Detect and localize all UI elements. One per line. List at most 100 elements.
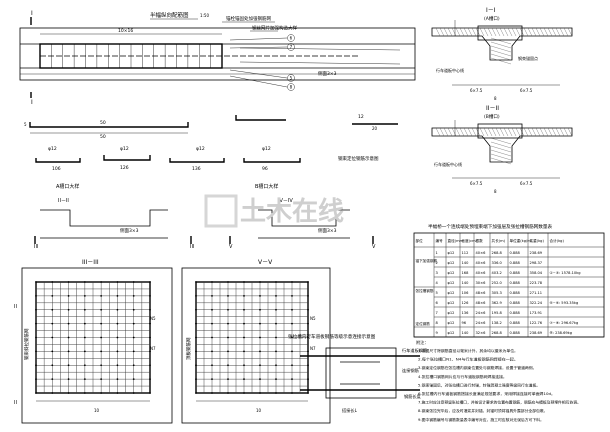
grid-node [51, 336, 54, 339]
svg-text:8: 8 [494, 189, 497, 194]
grid-node [83, 350, 86, 353]
grid-node [83, 281, 86, 283]
table-cell: 403.2 [492, 271, 502, 275]
grid-node [149, 378, 151, 381]
grid-node [100, 350, 103, 353]
plan-title: 半幅纵向配筋图 [150, 11, 189, 19]
section-hatch [499, 27, 505, 37]
grid-node [243, 350, 245, 353]
table-cell: 96 [462, 321, 467, 325]
section-hatch [491, 27, 497, 37]
grid-node [100, 294, 103, 297]
section-hatch [471, 127, 477, 137]
section-v: V－V 顶板钢筋网 N5 N7 10 [181, 259, 331, 424]
grid-node [291, 308, 293, 311]
grid-node [227, 350, 229, 353]
table-cell: 238.69 [530, 331, 543, 335]
grid-node [149, 364, 151, 367]
grid-node [195, 336, 197, 339]
splice-lane-label: 行车道板钢筋 [402, 347, 427, 354]
section-hatch [503, 127, 509, 137]
table-cell: 358.04 [530, 271, 543, 275]
section-hatch [490, 141, 512, 149]
table-cell: 0.888 [510, 271, 521, 275]
plan-view: 半幅纵向配筋图 1:50 I I 10×16 侧面3×3 锚栓锚固处加强钢筋网 … [19, 10, 416, 106]
section-i-dim-a: 6×7.5 [470, 88, 483, 93]
table-cell: ⑨: 238.69kg [550, 331, 573, 335]
note-line: 4.张拉槽口钢筋网片应与行车道板钢筋网焊接连接。 [418, 374, 507, 379]
section-hatch [490, 37, 512, 45]
table-cell: 6 [436, 301, 439, 305]
grid-node [132, 281, 135, 283]
section-hatch [490, 153, 512, 161]
table-cell: φ12 [448, 311, 455, 315]
grid-node [243, 364, 245, 367]
section-hatch [495, 27, 501, 37]
section-hatch [567, 127, 573, 137]
table-cell: φ12 [448, 301, 455, 305]
section-hatch [531, 27, 537, 37]
grid-node [227, 392, 229, 394]
grid-node [116, 294, 119, 297]
plan-scale: 1:50 [200, 13, 209, 18]
grid-node [67, 281, 70, 283]
note-line: 7.施工时应注意预留张拉槽口，并按设计要求的位置布置钢筋，钢筋应与模板及预埋件相… [418, 400, 581, 405]
table-cell: 112 [462, 251, 469, 255]
table-cell: 268.8 [492, 331, 503, 335]
grid-node [275, 308, 277, 311]
watermark-text: 土木在线 [240, 197, 344, 227]
grid-node [67, 308, 70, 311]
grid-node [291, 392, 293, 394]
table-cell: 40×6 [476, 251, 487, 255]
grid-node [51, 322, 54, 325]
table-header-cell: 合计(kg) [550, 238, 565, 243]
section-hatch [487, 127, 493, 137]
grid-node [211, 294, 213, 297]
table-cell: ⑤~⑥: 593.35kg [550, 301, 579, 305]
table-cell: 122.76 [530, 321, 543, 325]
grid-node [149, 322, 151, 325]
grid-node [227, 308, 229, 311]
grid-node [291, 336, 293, 339]
section-hatch [563, 127, 569, 137]
grid-node [259, 336, 261, 339]
grid-node [195, 350, 197, 353]
bar1-top: 50 [100, 120, 106, 126]
table-cell: 2 [436, 261, 438, 265]
grid-node [243, 294, 245, 297]
grid-node [35, 336, 37, 339]
section-hatch [507, 127, 513, 137]
section-hatch [491, 127, 497, 137]
grid-node [227, 378, 229, 381]
note-line: 8.钢束张拉完毕后，应及时灌浆并封锚，封锚时须将锚具外露部分全部包裹。 [418, 408, 548, 413]
section-hatch [479, 127, 485, 137]
grid-node [116, 350, 119, 353]
section-hatch [455, 27, 461, 37]
table-group-label: 锚下加强钢筋 [416, 258, 438, 263]
table-cell: φ12 [448, 281, 455, 285]
grid-node [132, 294, 135, 297]
svg-text:8: 8 [494, 96, 497, 101]
grid-node [35, 350, 37, 353]
section-hatch [503, 27, 509, 37]
grid-node [243, 378, 245, 381]
grid-node [243, 281, 245, 283]
svg-text:III: III [190, 244, 194, 250]
plan-dim-main: 10×16 [118, 28, 133, 34]
section-i-dim-b: 6×7.5 [520, 88, 533, 93]
table-cell: φ12 [448, 291, 455, 295]
quantity-table: 半幅桥一个连续端处预埋束端下加强层及张拉槽钢筋网数量表 部位编号直径(mm)长度… [413, 223, 605, 338]
section-mark-top: I [31, 10, 33, 17]
table-cell: 106 [462, 291, 470, 295]
grid-node [35, 294, 37, 297]
section-hatch [515, 27, 521, 37]
grid-node [227, 364, 229, 367]
section-hatch [451, 27, 457, 37]
grid-node [195, 378, 197, 381]
grid-node [211, 281, 213, 283]
grid-node [275, 294, 277, 297]
grid-node [307, 392, 309, 394]
section-hatch [559, 127, 565, 137]
section-hatch [535, 27, 541, 37]
